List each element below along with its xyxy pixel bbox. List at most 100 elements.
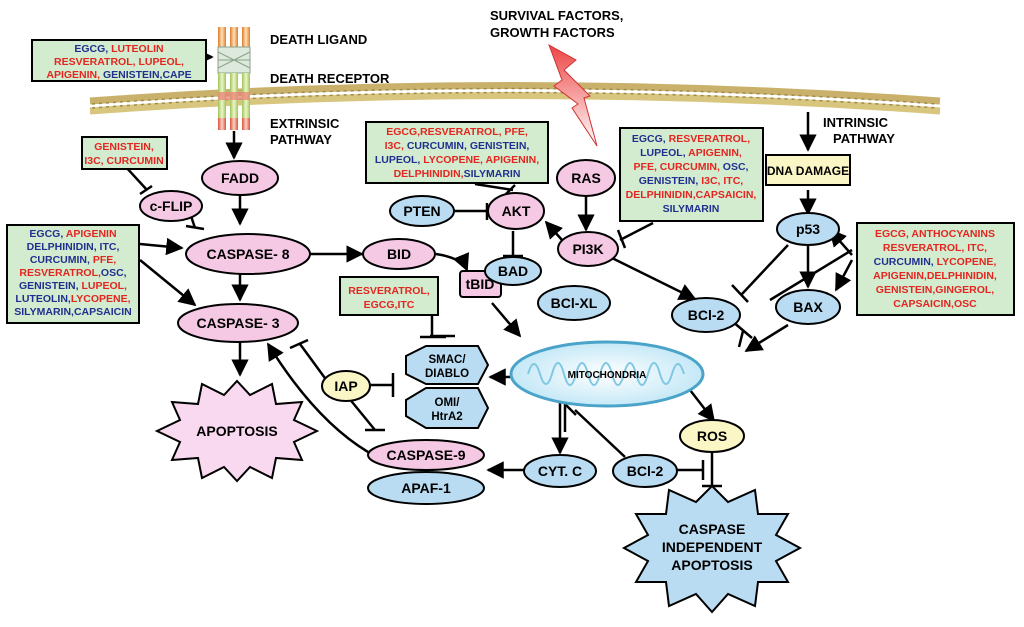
intrinsic-pathway-label-2: PATHWAY	[833, 131, 895, 146]
inhibitor-text-line: CURCUMIN, LYCOPENE,	[874, 256, 997, 268]
compound-name: LUTEOLIN,	[15, 293, 70, 305]
compound-name: EGCG,	[632, 133, 669, 145]
inhibitor-box-caspase8: EGCG, APIGENIN DELPHINIDIN, ITC, CURCUMI…	[6, 224, 140, 324]
inhibitor-box-p53: EGCG, ANTHOCYANINS RESVERATROL, ITC, CUR…	[856, 222, 1015, 316]
compound-name: EGCG,ITC	[364, 299, 415, 311]
survival-factors-label: SURVIVAL FACTORS,	[490, 8, 623, 23]
svg-text:PI3K: PI3K	[572, 241, 603, 257]
inhibitor-text-line: I3C, CURCUMIN, GENISTEIN,	[385, 140, 530, 152]
svg-text:DIABLO: DIABLO	[425, 368, 469, 380]
death-receptor-icon	[217, 27, 251, 130]
compound-name: LYCOPENE,	[71, 293, 131, 305]
compound-name: LUTEOLIN	[111, 43, 164, 55]
compound-name: RESVERATROL,	[348, 285, 430, 297]
svg-text:MITOCHONDRIA: MITOCHONDRIA	[568, 370, 647, 381]
svg-text:tBID: tBID	[466, 276, 495, 292]
inhibitor-text-line: GENISTEIN,GINGEROL,	[876, 284, 995, 296]
compound-name: SILYMARIN	[464, 168, 521, 180]
compound-name: GENISTEIN,	[876, 284, 936, 296]
mitochondria-node: MITOCHONDRIA	[509, 340, 705, 408]
compound-name: I3C, ITC,	[701, 175, 743, 187]
inhibitor-text-line: RESVERATROL, LUPEOL,	[54, 56, 184, 68]
compound-name: EGCG, ANTHOCYANINS	[875, 228, 995, 240]
inhibitor-text-line: DELPHINIDIN, ITC,	[27, 241, 120, 253]
apaf1-node: APAF-1	[367, 471, 485, 505]
compound-name: LYCOPENE, APIGENIN,	[423, 154, 539, 166]
svg-text:CASPASE: CASPASE	[679, 521, 746, 537]
caspase9-node: CASPASE-9	[367, 439, 485, 471]
fadd-node: FADD	[201, 160, 279, 196]
svg-text:BAX: BAX	[793, 299, 823, 315]
inhibitor-text-line: I3C, CURCUMIN	[84, 155, 163, 167]
compound-name: LUPEOL,	[375, 154, 423, 166]
svg-text:BCl-2: BCl-2	[688, 307, 725, 323]
svg-text:INDEPENDENT: INDEPENDENT	[662, 539, 763, 555]
compound-name: SILYMARIN,CAPSAICIN	[14, 306, 131, 318]
compound-name: RESVERATROL, ITC,	[883, 242, 987, 254]
compound-name: GINGEROL,	[935, 284, 994, 296]
bclxl-node: BCl-XL	[537, 285, 611, 321]
caspase-independent-apoptosis-node: CASPASE INDEPENDENT APOPTOSIS	[621, 484, 803, 614]
compound-name: EGCG,RESVERATROL, PFE,	[386, 126, 528, 138]
compound-name: RESVERATROL,	[669, 133, 751, 145]
intrinsic-pathway-label-1: INTRINSIC	[823, 115, 889, 130]
extrinsic-pathway-label-2: PATHWAY	[270, 132, 332, 147]
cell-membrane	[89, 82, 941, 115]
svg-text:AKT: AKT	[502, 203, 531, 219]
compound-name: SILYMARIN	[663, 203, 720, 215]
svg-text:BCl-XL: BCl-XL	[551, 295, 598, 311]
compound-name: CAPSAICIN,OSC	[893, 298, 977, 310]
compound-name: GENISTEIN,	[94, 141, 154, 153]
ros-node: ROS	[679, 419, 745, 453]
lightning-bolt-icon	[548, 43, 598, 147]
death-ligand-label: DEATH LIGAND	[270, 32, 367, 47]
inhibitor-text-line: CURCUMIN, PFE,	[30, 254, 116, 266]
svg-text:FADD: FADD	[221, 170, 259, 186]
svg-text:APOPTOSIS: APOPTOSIS	[671, 557, 752, 573]
caspase8-node: CASPASE- 8	[185, 233, 311, 275]
pi3k-node: PI3K	[557, 231, 619, 267]
inhibitor-text-line: GENISTEIN, I3C, ITC,	[639, 175, 744, 187]
inhibitor-text-line: PFE, CURCUMIN, OSC,	[634, 161, 749, 173]
inhibitor-box-akt: EGCG,RESVERATROL, PFE, I3C, CURCUMIN, GE…	[365, 121, 549, 184]
inhibitor-text-line: APIGENIN,DELPHINIDIN,	[873, 270, 997, 282]
inhibitor-box-pi3k: EGCG, RESVERATROL, LUPEOL, APIGENIN, PFE…	[619, 127, 764, 222]
compound-name: OSC,	[101, 267, 127, 279]
inhibitor-text-line: LUPEOL, APIGENIN,	[640, 147, 742, 159]
inhibitor-text-line: SILYMARIN	[663, 203, 720, 215]
svg-text:c-FLIP: c-FLIP	[150, 198, 193, 214]
growth-factors-label: GROWTH FACTORS	[490, 25, 615, 40]
inhibitor-text-line: EGCG, ANTHOCYANINS	[875, 228, 995, 240]
svg-text:OMI/: OMI/	[435, 397, 461, 409]
compound-name: APIGENIN	[66, 228, 117, 240]
compound-name: RESVERATROL, LUPEOL,	[54, 56, 184, 68]
akt-node: AKT	[487, 192, 545, 230]
p53-node: p53	[776, 212, 840, 246]
caspase3-node: CASPASE- 3	[177, 303, 299, 343]
death-receptor-label: DEATH RECEPTOR	[270, 71, 390, 86]
bid-node: BID	[362, 238, 436, 270]
inhibitor-text-line: RESVERATROL,OSC,	[19, 267, 126, 279]
inhibitor-text-line: EGCG, APIGENIN	[29, 228, 116, 240]
svg-text:APAF-1: APAF-1	[401, 480, 451, 496]
svg-text:CASPASE- 3: CASPASE- 3	[197, 315, 280, 331]
compound-name: DELPHINIDIN,CAPSAICIN,	[626, 189, 757, 201]
cytc-node: CYT. C	[523, 454, 597, 488]
compound-name: APIGENIN,	[688, 147, 742, 159]
compound-name: LUPEOL,	[81, 280, 127, 292]
inhibitor-text-line: EGCG,ITC	[364, 299, 415, 311]
compound-name: CURCUMIN,	[30, 254, 93, 266]
inhibitor-text-line: EGCG,RESVERATROL, PFE,	[386, 126, 528, 138]
inhibitor-text-line: RESVERATROL,	[348, 285, 430, 297]
compound-name: PFE,	[93, 254, 116, 266]
svg-text:CYT. C: CYT. C	[538, 463, 582, 479]
bax-node: BAX	[775, 289, 841, 325]
svg-text:BID: BID	[387, 246, 411, 262]
ras-node: RAS	[556, 159, 616, 197]
apoptosis-node: APOPTOSIS	[154, 379, 320, 483]
compound-name: I3C, CURCUMIN	[84, 155, 163, 167]
compound-name: EGCG,	[74, 43, 111, 55]
svg-text:ROS: ROS	[697, 428, 727, 444]
svg-text:IAP: IAP	[334, 378, 357, 394]
cflip-node: c-FLIP	[139, 190, 203, 222]
